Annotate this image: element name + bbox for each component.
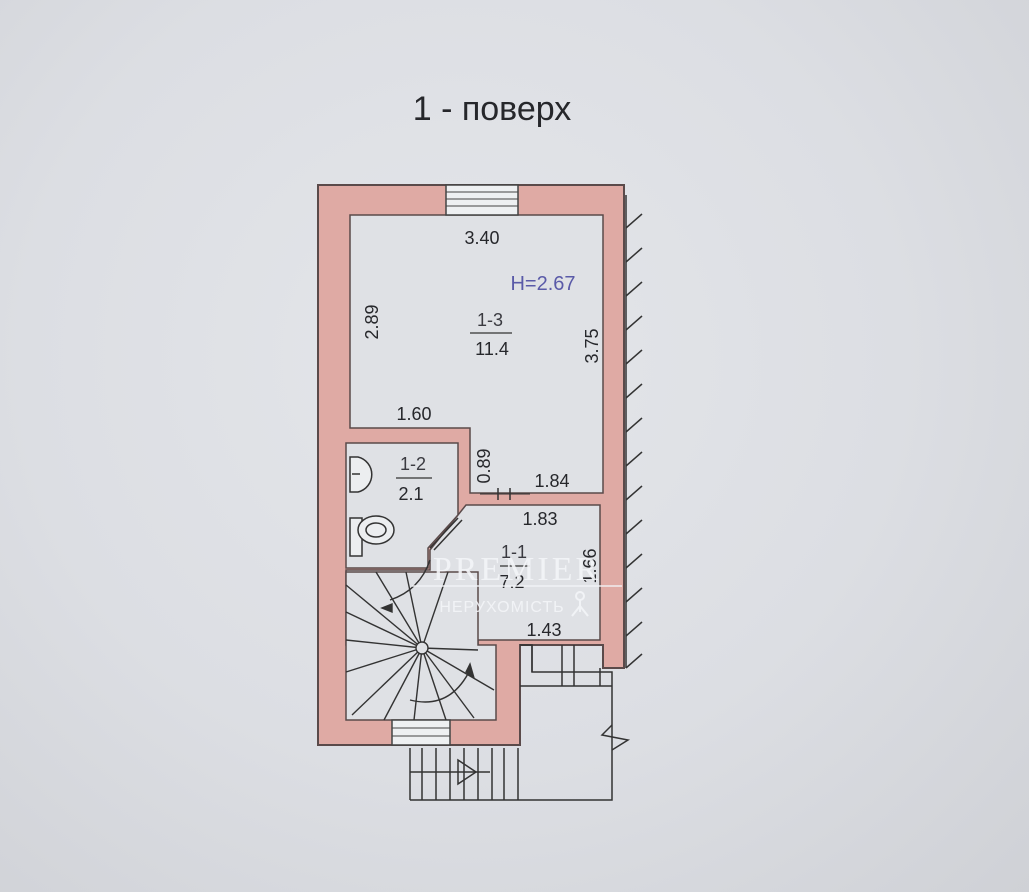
dim-hall-top: 1.83 — [522, 509, 557, 529]
window-top — [445, 184, 519, 216]
door-opening-hall — [480, 488, 530, 500]
premier-watermark: PREMIER НЕРУХОМІСТЬ — [412, 551, 622, 617]
room-1-2-code: 1-2 — [400, 454, 426, 474]
sink-icon — [349, 456, 373, 493]
dim-partition-width: 1.60 — [396, 404, 431, 424]
dim-top-width: 3.40 — [464, 228, 499, 248]
dim-hall-right: 1.66 — [580, 548, 600, 583]
dim-passage-width: 0.89 — [474, 448, 494, 483]
dim-hall-top-right: 1.84 — [534, 471, 569, 491]
entry-steps — [409, 748, 519, 801]
room-1-3-code: 1-3 — [477, 310, 503, 330]
ceiling-height-label: H=2.67 — [510, 273, 575, 295]
watermark-subtitle: НЕРУХОМІСТЬ — [439, 599, 564, 616]
spiral-staircase — [345, 559, 495, 721]
room-1-1-area: 7.2 — [499, 572, 524, 592]
toilet-icon — [349, 515, 395, 557]
porch-outline — [518, 644, 631, 801]
bathroom-door — [429, 517, 463, 551]
room-1-3-area: 11.4 — [475, 339, 509, 359]
adjacent-wall-hatching — [625, 195, 643, 669]
watermark-figure-icon — [571, 591, 589, 617]
watermark-brand: PREMIER — [433, 551, 601, 588]
room-1-1-code: 1-1 — [501, 542, 527, 562]
entrance-door — [391, 719, 451, 746]
room-1-3-floor — [349, 214, 604, 494]
dim-right-height: 3.75 — [582, 328, 602, 363]
dim-hall-bottom: 1.43 — [526, 620, 561, 640]
room-1-2-area: 2.1 — [398, 484, 423, 504]
floor-title: 1 - поверх — [413, 90, 572, 128]
dim-left-height: 2.89 — [362, 304, 382, 339]
